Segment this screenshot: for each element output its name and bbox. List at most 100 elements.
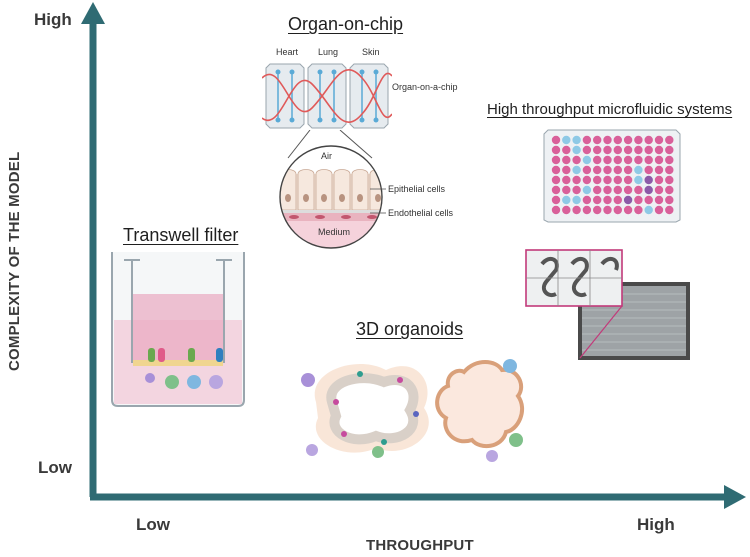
well [613,185,622,195]
well [654,165,664,175]
well [582,145,592,155]
well [634,135,643,145]
well [593,175,602,185]
well [634,205,643,215]
well [582,205,592,215]
well [603,195,612,205]
transwell-title: Transwell filter [123,225,239,245]
organoids-diagram [301,359,525,462]
well [644,185,653,195]
well [634,165,643,175]
well [623,165,633,175]
well [644,135,653,145]
well [562,175,571,185]
well [572,145,581,155]
well [603,135,612,145]
well [572,185,581,195]
well [654,135,664,145]
well [644,155,653,165]
well [551,165,561,175]
epithelial-cells-label: Epithelial cells [388,184,446,194]
well [551,145,561,155]
well [562,135,571,145]
well [551,135,561,145]
well-plate [543,129,681,223]
well [623,145,633,155]
organ-on-chip-title: Organ-on-chip [288,14,404,34]
well [613,195,622,205]
y-axis-arrowhead [81,2,105,24]
organoid-ring [301,364,429,458]
well [623,175,633,185]
well [582,185,592,195]
endothelial-layer [280,213,382,221]
well [644,165,653,175]
well [603,185,612,195]
well [551,205,561,215]
cross-section-circle [279,145,383,249]
well [562,155,571,165]
well [582,175,592,185]
well [665,135,674,145]
organ-label-skin: Skin [362,47,380,57]
x-axis-arrowhead [724,485,746,509]
well [582,135,592,145]
air-label: Air [321,151,332,161]
well [562,165,571,175]
microfluidic-chip-image [525,249,690,360]
vessel-line-1 [262,69,392,118]
medium-label: Medium [318,227,351,237]
well [603,205,612,215]
well [665,145,674,155]
well [593,195,602,205]
well [623,205,633,215]
membrane [133,360,223,366]
well [613,205,622,215]
y-axis-line [81,2,105,497]
transwell-cells [148,348,223,362]
well [613,145,622,155]
well [603,175,612,185]
well [665,205,674,215]
well [603,145,612,155]
well [665,185,674,195]
well [593,165,602,175]
x-high-label: High [637,515,675,534]
well [582,155,592,165]
well [572,205,581,215]
well [551,195,561,205]
well [623,155,633,165]
well [634,175,643,185]
well [593,205,602,215]
organ-chip-devices [262,63,392,129]
well [593,135,602,145]
high-throughput-title: High throughput microfluidic systems [487,101,733,118]
well [654,175,664,185]
well [665,175,674,185]
well [634,185,643,195]
well [603,165,612,175]
well [654,205,664,215]
x-axis-line [90,485,746,509]
well [634,155,643,165]
well [551,155,561,165]
well [572,165,581,175]
well [613,155,622,165]
label-leaders [370,188,386,214]
organoid-sphere [435,359,525,462]
well [572,135,581,145]
chip-ports [275,69,379,123]
well [634,145,643,155]
well [572,155,581,165]
well [644,205,653,215]
well [562,205,571,215]
endothelial-cells-label: Endothelial cells [388,208,454,218]
well [665,165,674,175]
well [623,135,633,145]
well [613,135,622,145]
vessel-line-2 [262,72,392,123]
well [654,185,664,195]
well [623,185,633,195]
organ-label-lung: Lung [318,47,339,57]
well [551,175,561,185]
